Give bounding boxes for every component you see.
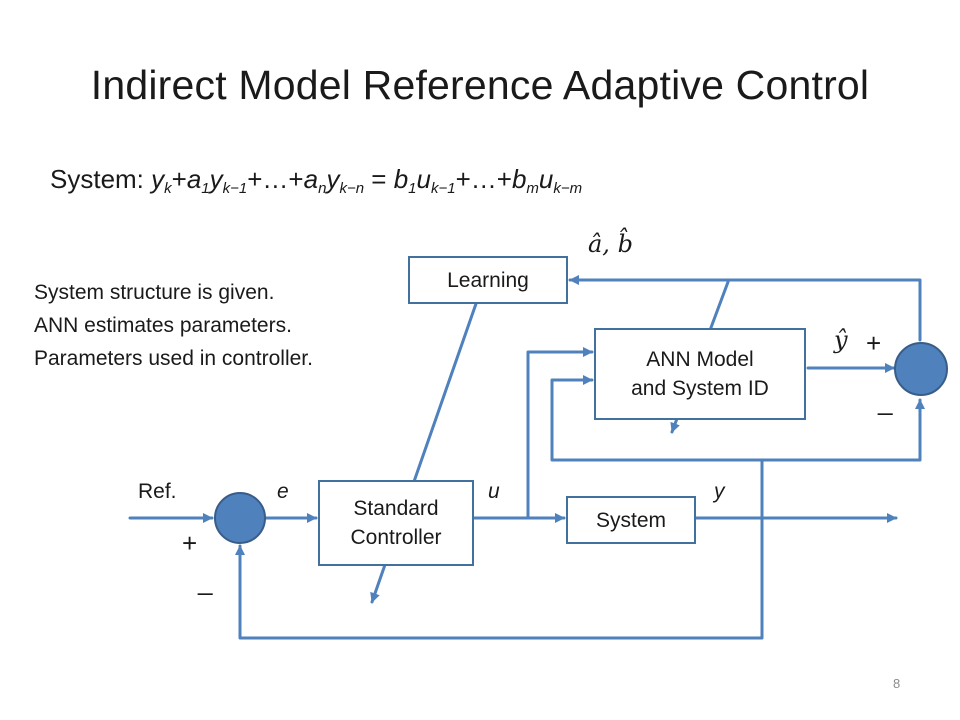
controller-label: Standard Controller: [350, 497, 442, 549]
equation-variable-base: a: [303, 164, 319, 194]
equation-variable-base: y: [151, 164, 165, 194]
equation-variable: yk−n: [326, 164, 365, 197]
parameter-estimates-label: â, b̂: [588, 230, 633, 258]
equation-variable-base: u: [416, 164, 431, 194]
equation-variable-subscript: 1: [408, 180, 417, 197]
equation-variable-subscript: n: [318, 180, 327, 197]
y-to-model-line: [550, 375, 764, 462]
u-to-model-line: [526, 347, 594, 520]
equation-operator: +…+: [455, 164, 512, 194]
equation-variable-subscript: k−1: [222, 180, 248, 197]
ref-label: Ref.: [138, 480, 177, 503]
y-hat-label: ŷ: [834, 326, 848, 354]
learning-label: Learning: [447, 268, 529, 292]
y-to-sum-line: [760, 398, 925, 462]
equation-variable-base: b: [511, 164, 527, 194]
system-block: System: [566, 496, 696, 544]
slide-title: Indirect Model Reference Adaptive Contro…: [90, 62, 870, 108]
equation-variable-subscript: m: [526, 180, 539, 197]
equation-variable: uk−1: [416, 164, 456, 197]
standard-controller-block: Standard Controller: [318, 480, 474, 566]
error2-to-learning-line: [568, 275, 922, 342]
equation-variable: an: [303, 164, 327, 197]
equation-operator: +: [171, 164, 187, 194]
equation-variable-base: y: [209, 164, 223, 194]
equation-prefix: System:: [50, 164, 152, 194]
summing-junction-model-error: [894, 342, 948, 396]
sum1-plus-sign: +: [182, 528, 198, 558]
equation-variable-subscript: k−m: [553, 180, 583, 197]
note-item: ANN estimates parameters.: [34, 314, 292, 337]
learning-block: Learning: [408, 256, 568, 304]
equation-variable: uk−m: [538, 164, 583, 197]
feedback-line: [235, 458, 764, 640]
system-label: System: [595, 508, 666, 532]
equation-variable-subscript: 1: [201, 180, 210, 197]
note-item: System structure is given.: [34, 281, 275, 304]
system-equation: System: yk+a1yk−1+…+anyk−n = b1uk−1+…+bm…: [50, 164, 583, 197]
ann-model-label: ANN Model and System ID: [631, 348, 769, 400]
equation-variable: bm: [511, 164, 539, 197]
equation-variable-base: u: [538, 164, 554, 194]
notes-list: System structure is given. ANN estimates…: [34, 276, 313, 375]
equation-variable: yk: [151, 164, 172, 197]
summing-junction-error: [214, 492, 266, 544]
page-number: 8: [893, 676, 901, 691]
y-label: y: [714, 480, 725, 503]
equation-variable-subscript: k−1: [430, 180, 456, 197]
equation-variable-subscript: k−n: [339, 180, 365, 197]
u-label: u: [488, 480, 500, 503]
equation-variable: yk−1: [209, 164, 248, 197]
equation-variable-subscript: k: [164, 180, 172, 197]
equation-variable-base: b: [393, 164, 409, 194]
sum2-minus-sign: _: [878, 386, 893, 416]
equation-operator: =: [364, 164, 394, 194]
equation-operator: +…+: [247, 164, 304, 194]
sum1-minus-sign: _: [198, 566, 213, 596]
equation-terms: yk+a1yk−1+…+anyk−n = b1uk−1+…+bmuk−m: [151, 164, 583, 197]
equation-variable: b1: [393, 164, 417, 197]
equation-variable-base: y: [326, 164, 340, 194]
e-label: e: [277, 480, 289, 503]
equation-variable: a1: [186, 164, 210, 197]
sum2-plus-sign: +: [866, 328, 882, 358]
ann-model-block: ANN Model and System ID: [594, 328, 806, 420]
note-item: Parameters used in controller.: [34, 347, 313, 370]
equation-variable-base: a: [186, 164, 202, 194]
